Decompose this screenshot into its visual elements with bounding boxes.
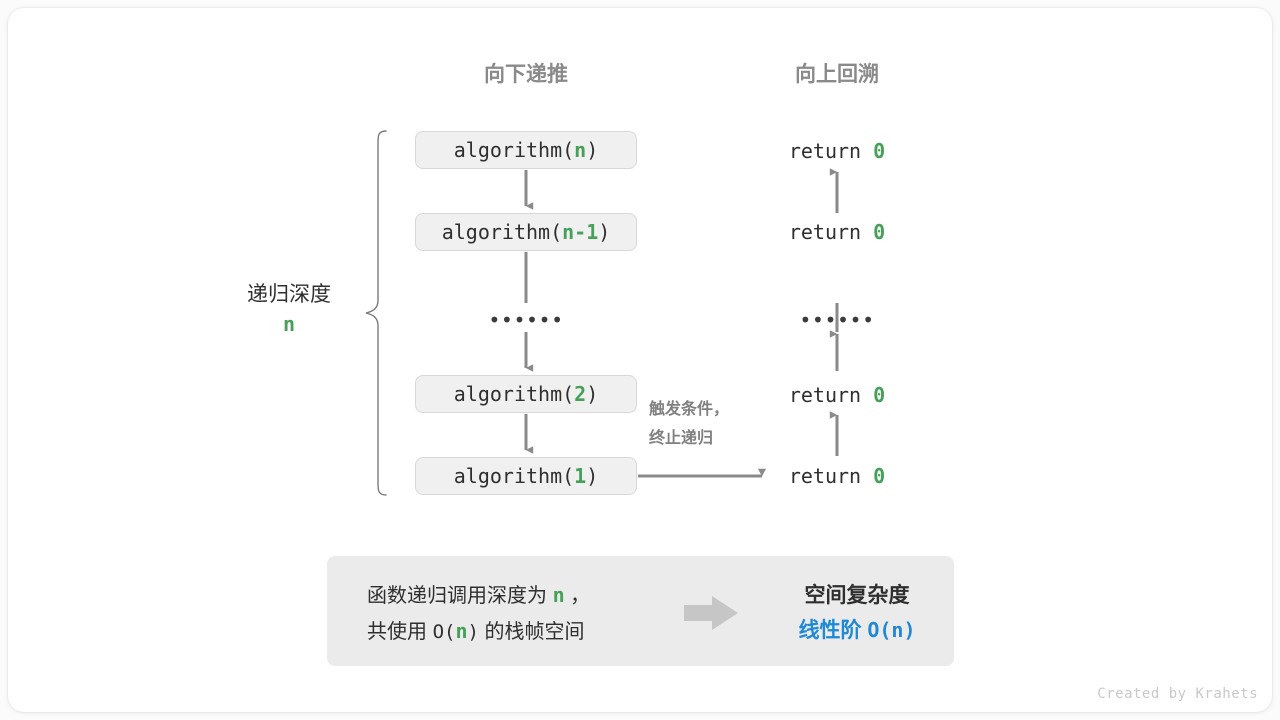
return-value: 0 bbox=[873, 220, 886, 244]
return-statement: return 0 bbox=[737, 139, 937, 163]
summary-line2-o: O( bbox=[432, 621, 456, 643]
frame-arg: n-1 bbox=[562, 220, 599, 244]
call-frame-box[interactable]: algorithm(1) bbox=[415, 457, 637, 495]
return-keyword: return bbox=[788, 383, 862, 407]
summary-description: 函数递归调用深度为 n ， 共使用 O(n) 的栈帧空间 bbox=[367, 578, 590, 650]
return-statement: return 0 bbox=[737, 220, 937, 244]
left-ellipsis: •••••• bbox=[488, 308, 564, 332]
call-frame-box[interactable]: algorithm(n) bbox=[415, 131, 637, 169]
summary-conclusion: 空间复杂度 线性阶 O(n) bbox=[767, 578, 947, 648]
recursion-depth-label: 递归深度 n bbox=[224, 280, 354, 338]
summary-order-name: 线性阶 bbox=[798, 619, 862, 642]
return-value: 0 bbox=[873, 139, 886, 163]
frame-prefix: algorithm( bbox=[453, 464, 575, 488]
header-upward: 向上回溯 bbox=[795, 63, 879, 86]
summary-line-1: 函数递归调用深度为 n ， bbox=[367, 578, 590, 614]
return-statement: return 0 bbox=[737, 464, 937, 488]
frame-arg: 1 bbox=[574, 464, 587, 488]
summary-complexity-value: 线性阶 O(n) bbox=[767, 613, 947, 648]
summary-line-2: 共使用 O(n) 的栈帧空间 bbox=[367, 614, 590, 650]
termination-note-line2: 终止递归 bbox=[649, 430, 714, 447]
summary-complexity-title: 空间复杂度 bbox=[804, 584, 910, 607]
return-keyword: return bbox=[788, 464, 862, 488]
return-keyword: return bbox=[788, 220, 862, 244]
frame-suffix: ) bbox=[586, 464, 599, 488]
return-statement: return 0 bbox=[737, 383, 937, 407]
frame-arg: 2 bbox=[574, 382, 587, 406]
frame-suffix: ) bbox=[586, 382, 599, 406]
call-frame-box[interactable]: algorithm(n-1) bbox=[415, 213, 637, 251]
return-value: 0 bbox=[873, 464, 886, 488]
frame-prefix: algorithm( bbox=[441, 220, 563, 244]
frame-arg: n bbox=[574, 138, 587, 162]
termination-note: 触发条件， 终止递归 bbox=[649, 395, 729, 453]
summary-line1-text-b: ， bbox=[570, 585, 591, 607]
summary-panel: 函数递归调用深度为 n ， 共使用 O(n) 的栈帧空间 空间复杂度 线性阶 O… bbox=[327, 556, 954, 666]
depth-value: n bbox=[282, 312, 296, 336]
header-downward: 向下递推 bbox=[484, 63, 568, 86]
frame-prefix: algorithm( bbox=[453, 138, 575, 162]
termination-note-line1: 触发条件， bbox=[649, 401, 730, 418]
call-frame-box[interactable]: algorithm(2) bbox=[415, 375, 637, 413]
summary-line2-n: n bbox=[455, 619, 468, 643]
frame-suffix: ) bbox=[586, 138, 599, 162]
frame-prefix: algorithm( bbox=[453, 382, 575, 406]
summary-line1-text-a: 函数递归调用深度为 bbox=[367, 585, 547, 607]
summary-order-formula: O(n) bbox=[867, 618, 916, 642]
summary-line2-text-a: 共使用 bbox=[367, 621, 427, 643]
credit-text: Created by Krahets bbox=[1097, 686, 1258, 702]
frame-suffix: ) bbox=[598, 220, 611, 244]
return-keyword: return bbox=[788, 139, 862, 163]
right-ellipsis: •••••• bbox=[799, 308, 875, 332]
implies-arrow-icon bbox=[684, 596, 738, 630]
return-value: 0 bbox=[873, 383, 886, 407]
summary-line1-n: n bbox=[552, 583, 565, 607]
summary-line2-close: ) bbox=[467, 621, 479, 643]
depth-title: 递归深度 bbox=[247, 283, 331, 306]
summary-line2-text-b: 的栈帧空间 bbox=[484, 621, 585, 643]
